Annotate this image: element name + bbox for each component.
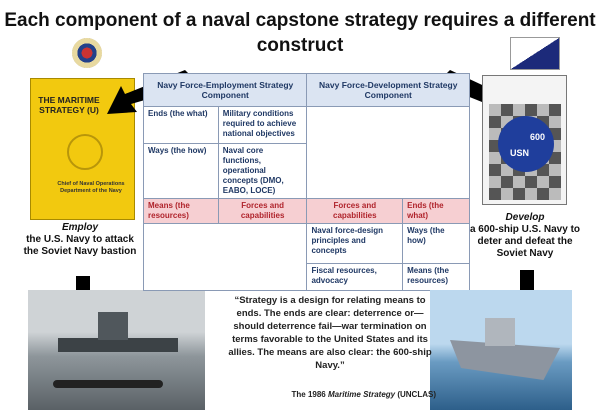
ends-label: Ends (the what) bbox=[143, 106, 219, 144]
navy-seal-icon bbox=[67, 134, 103, 170]
ways-value: Naval core functions, operational concep… bbox=[217, 143, 308, 199]
joint-chiefs-seal-icon bbox=[72, 38, 102, 68]
employ-caption: Employ the U.S. Navy to attack the Sovie… bbox=[20, 222, 140, 258]
slide-title: Each component of a naval capstone strat… bbox=[4, 10, 596, 56]
ways-label: Ways (the how) bbox=[143, 143, 219, 199]
develop-caption-text: a 600-ship U.S. Navy to deter and defeat… bbox=[469, 224, 581, 259]
quote-source-pre: The 1986 bbox=[291, 390, 328, 399]
600-ship-badge: 600 USN bbox=[498, 116, 554, 172]
quote-source-title: Maritime Strategy bbox=[327, 390, 396, 399]
develop-caption: Develop a 600-ship U.S. Navy to deter an… bbox=[465, 212, 585, 260]
600-ship-navy-book-cover: 600 USN bbox=[482, 75, 567, 205]
badge-text: USN bbox=[510, 148, 530, 158]
empty-cell bbox=[142, 223, 308, 291]
arrow-down-right-icon bbox=[520, 270, 534, 292]
warship-photo bbox=[28, 290, 205, 410]
dev-means-label: Means (the resources) bbox=[402, 263, 470, 291]
header-force-development: Navy Force-Development Strategy Componen… bbox=[306, 73, 470, 107]
dev-ways-value: Naval force-design principles and concep… bbox=[306, 223, 404, 264]
strategy-quote: “Strategy is a design for relating means… bbox=[228, 295, 432, 371]
employ-caption-em: Employ bbox=[61, 222, 99, 233]
header-force-employment: Navy Force-Employment Strategy Component bbox=[142, 73, 308, 107]
develop-caption-em: Develop bbox=[505, 212, 545, 223]
quote-source-post: (UNCLAS) bbox=[395, 390, 436, 399]
quote-source: The 1986 Maritime Strategy (UNCLAS) bbox=[240, 390, 437, 399]
badge-number: 600 bbox=[530, 132, 546, 142]
book-title: THE MARITIME STRATEGY (U) bbox=[38, 95, 100, 115]
means-value-left: Forces and capabilities bbox=[217, 198, 308, 224]
dev-ways-label: Ways (the how) bbox=[402, 223, 470, 264]
means-value-right: Forces and capabilities bbox=[306, 198, 404, 224]
strategy-components-table: Navy Force-Employment Strategy Component… bbox=[142, 73, 470, 291]
dev-ends-label: Ends (the what) bbox=[402, 198, 470, 224]
future-warship-illustration bbox=[430, 290, 572, 410]
navy-flag-icon bbox=[510, 37, 560, 70]
means-label: Means (the resources) bbox=[143, 198, 219, 224]
ends-value: Military conditions required to achieve … bbox=[217, 106, 308, 144]
dev-means-value: Fiscal resources, advocacy bbox=[306, 263, 404, 291]
book-subtitle: Chief of Naval Operations Department of … bbox=[57, 181, 125, 194]
employ-caption-text: the U.S. Navy to attack the Soviet Navy … bbox=[23, 234, 137, 257]
empty-cell bbox=[306, 106, 470, 199]
